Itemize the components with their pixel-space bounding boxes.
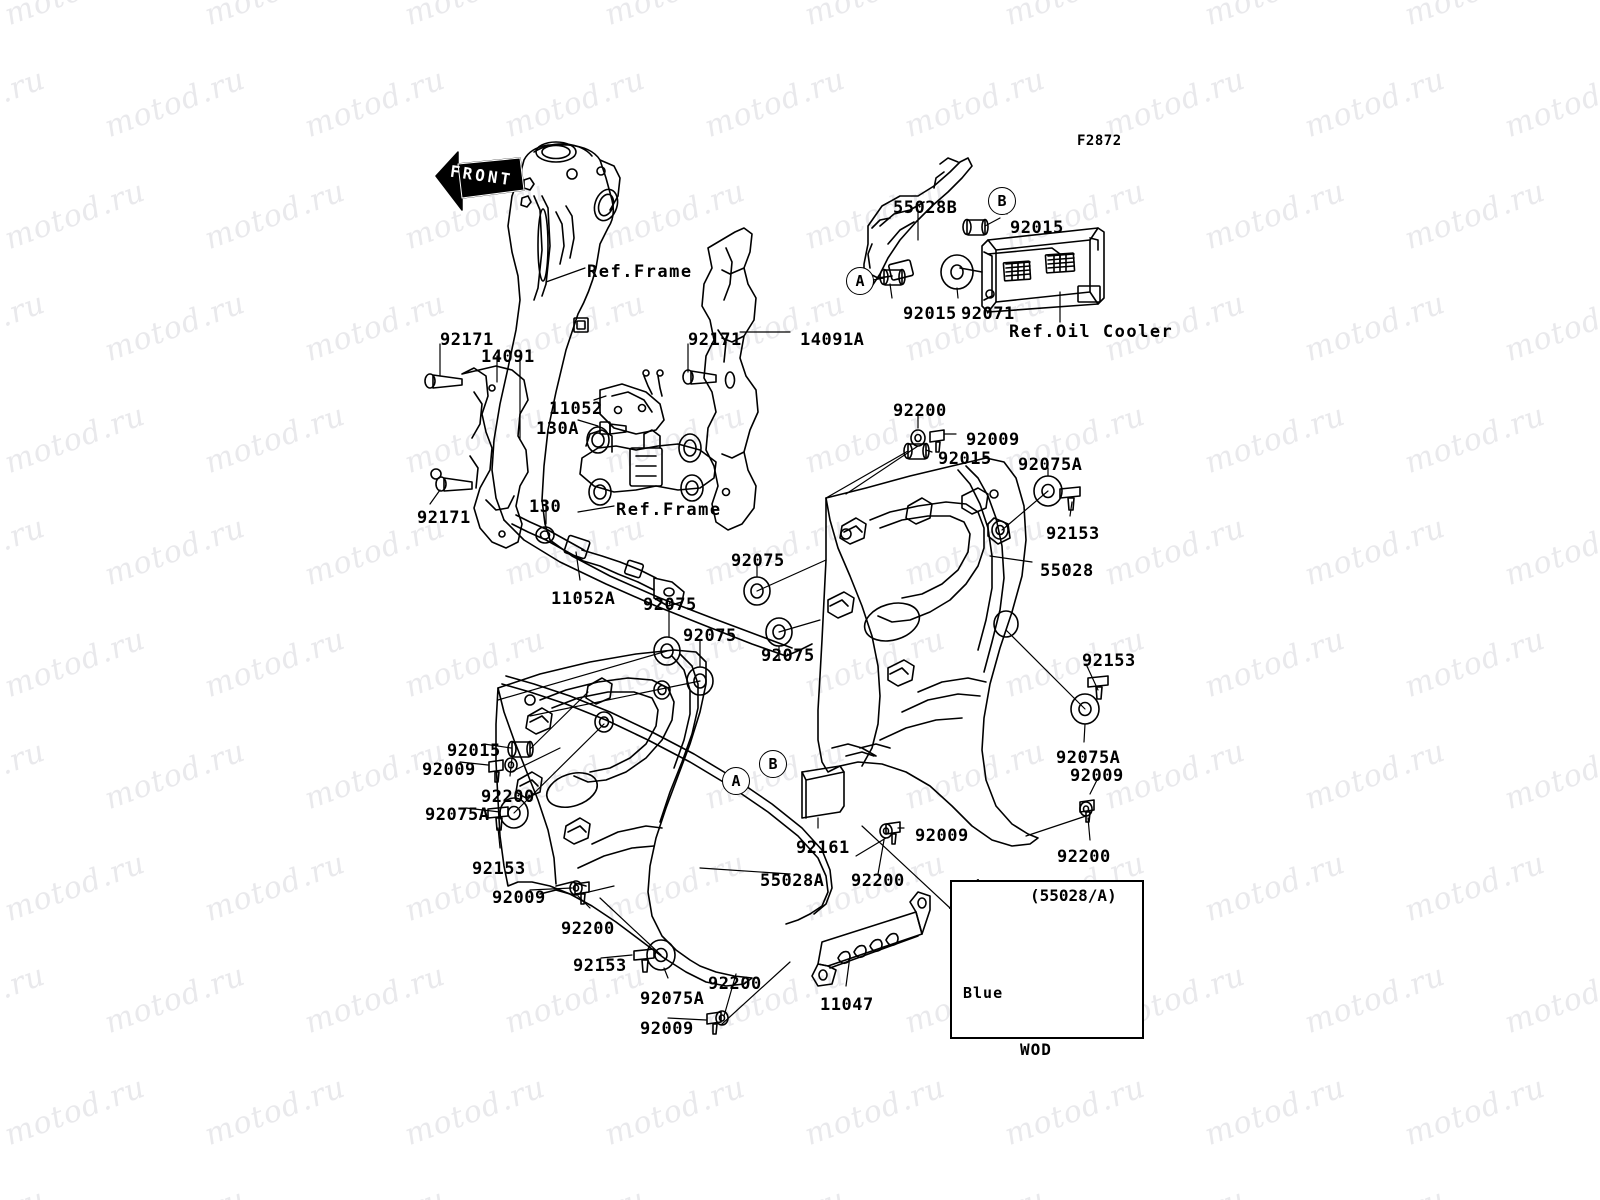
part-label-92200-left-bot: 92200 bbox=[561, 919, 615, 939]
part-label-92200-right: 92200 bbox=[1057, 847, 1111, 867]
part-label-14091: 14091 bbox=[481, 347, 535, 367]
part-label-92200-top: 92200 bbox=[893, 401, 947, 421]
part-92161-damper bbox=[801, 765, 845, 819]
part-130-grommet bbox=[535, 526, 555, 544]
part-label-92009-left: 92009 bbox=[422, 760, 476, 780]
part-14091-bracket bbox=[461, 365, 529, 549]
part-label-11047: 11047 bbox=[820, 995, 874, 1015]
part-label-11052: 11052 bbox=[549, 399, 603, 419]
part-label-92171-right: 92171 bbox=[688, 330, 742, 350]
part-label-92153-left: 92153 bbox=[472, 859, 526, 879]
part-92153-screw-3 bbox=[487, 806, 509, 831]
front-direction-arrow: FRONT bbox=[432, 148, 530, 210]
part-92171-bolt-2 bbox=[435, 476, 473, 492]
part-label-92075-c: 92075 bbox=[683, 626, 737, 646]
part-label-14091a: 14091A bbox=[800, 330, 865, 350]
part-label-92009-right: 92009 bbox=[1070, 766, 1124, 786]
part-label-92009-center: 92009 bbox=[915, 826, 969, 846]
marker-b-oilcooler: B bbox=[988, 187, 1016, 215]
part-92009-screw-3 bbox=[488, 759, 504, 783]
part-label-55028a: 55028A bbox=[760, 871, 825, 891]
inset-corner-notch bbox=[952, 882, 980, 910]
part-14091a-bracket bbox=[701, 227, 759, 531]
part-label-92171-left-bot: 92171 bbox=[417, 508, 471, 528]
part-55028-cowling bbox=[817, 457, 1039, 847]
inset-color-label: Blue bbox=[963, 984, 1004, 1002]
part-label-92075a-right-bot: 92075A bbox=[1056, 748, 1121, 768]
part-label-11052a: 11052A bbox=[551, 589, 616, 609]
part-label-92071: 92071 bbox=[961, 304, 1015, 324]
part-92015-collar-b bbox=[962, 218, 989, 236]
ref-frame-upper-label: Ref.Frame bbox=[587, 262, 693, 282]
diagram-code: F2872 bbox=[1077, 133, 1122, 149]
part-11052-bracket bbox=[599, 369, 665, 435]
part-92009-screw-6 bbox=[885, 821, 901, 845]
part-label-92153-right-mid: 92153 bbox=[1082, 651, 1136, 671]
part-label-92075a-bottom: 92075A bbox=[640, 989, 705, 1009]
part-92075a-washer-4 bbox=[646, 939, 676, 971]
part-label-92200-bottom: 92200 bbox=[708, 974, 762, 994]
center-linkage bbox=[579, 426, 717, 506]
ref-oil-cooler-label: Ref.Oil Cooler bbox=[1009, 322, 1174, 342]
part-label-55028b: 55028B bbox=[893, 198, 958, 218]
part-92075-grommet-1 bbox=[743, 576, 771, 606]
part-92171-bolt-1 bbox=[424, 373, 463, 389]
part-label-92153-bottom: 92153 bbox=[573, 956, 627, 976]
part-label-92009-bottom: 92009 bbox=[640, 1019, 694, 1039]
part-11047-bracket bbox=[811, 891, 931, 987]
inset-panel bbox=[950, 880, 1144, 1039]
part-label-92075-b: 92075 bbox=[643, 595, 697, 615]
part-label-92075a-right-top: 92075A bbox=[1018, 455, 1083, 475]
part-label-92200-left-top: 92200 bbox=[481, 787, 535, 807]
part-11052a-hose bbox=[430, 468, 685, 607]
part-label-130a: 130A bbox=[536, 419, 579, 439]
part-oil-cooler bbox=[959, 227, 1105, 313]
part-label-92153-right-top: 92153 bbox=[1046, 524, 1100, 544]
part-92153-screw-4 bbox=[633, 948, 655, 973]
frame-upper-left bbox=[491, 141, 813, 657]
marker-a-lowercowl: A bbox=[722, 767, 750, 795]
marker-b-lowercowl: B bbox=[759, 750, 787, 778]
part-92009-screw-5 bbox=[706, 1011, 722, 1035]
part-label-92171-left-top: 92171 bbox=[440, 330, 494, 350]
part-label-92009-top: 92009 bbox=[966, 430, 1020, 450]
part-92153-screw-2 bbox=[1087, 675, 1109, 700]
ref-frame-lower-label: Ref.Frame bbox=[616, 500, 722, 520]
marker-a-oilcooler: A bbox=[846, 267, 874, 295]
front-arrow-shape bbox=[435, 151, 525, 211]
part-92009-screw-1 bbox=[929, 429, 945, 453]
part-label-92200-center: 92200 bbox=[851, 871, 905, 891]
part-92075-grommet-4 bbox=[686, 666, 714, 696]
part-label-92161: 92161 bbox=[796, 838, 850, 858]
part-label-92015-cowl: 92015 bbox=[938, 449, 992, 469]
inset-title: (55028/A) bbox=[1030, 886, 1117, 905]
part-label-92075-a: 92075 bbox=[731, 551, 785, 571]
part-92075-grommet-3 bbox=[653, 636, 681, 666]
part-92153-screw-1 bbox=[1059, 486, 1081, 511]
part-label-92015-left: 92015 bbox=[447, 741, 501, 761]
part-label-55028: 55028 bbox=[1040, 561, 1094, 581]
part-label-92009-left-bot: 92009 bbox=[492, 888, 546, 908]
part-label-92015-b: 92015 bbox=[1010, 218, 1064, 238]
part-label-92075-d: 92075 bbox=[761, 646, 815, 666]
front-arrow-label: FRONT bbox=[448, 161, 515, 190]
inset-connector-line bbox=[861, 825, 951, 909]
part-label-92015-a: 92015 bbox=[903, 304, 957, 324]
part-label-130: 130 bbox=[529, 497, 562, 517]
inset-footer-code: WOD bbox=[1020, 1040, 1052, 1059]
part-label-92075a-left: 92075A bbox=[425, 805, 490, 825]
